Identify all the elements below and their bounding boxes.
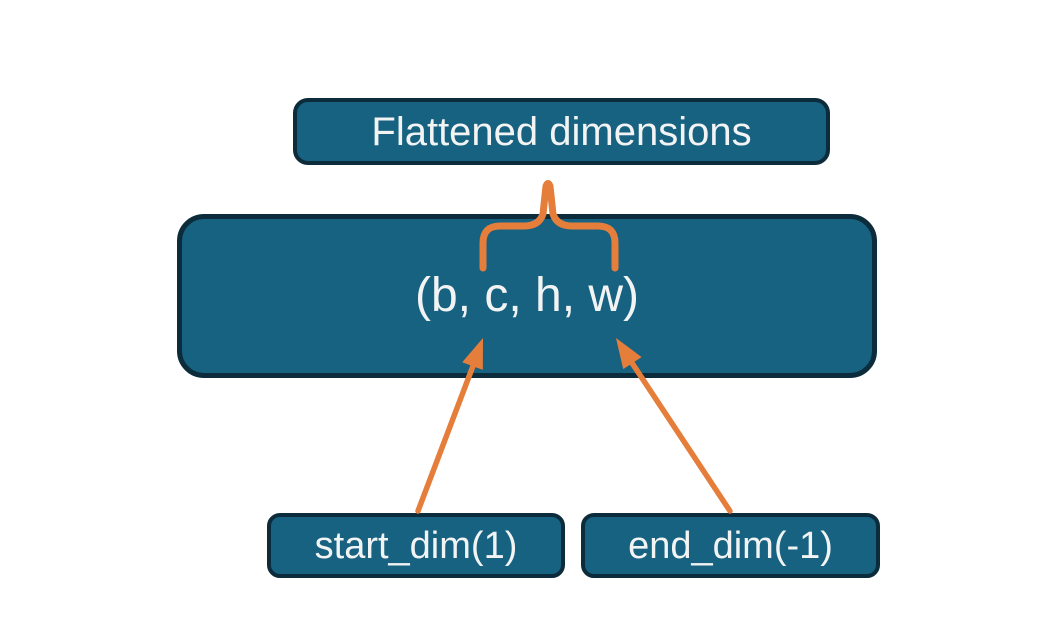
end-dim-label: end_dim(-1)	[628, 524, 833, 567]
flattened-dimensions-box: Flattened dimensions	[293, 98, 830, 165]
tensor-shape-label: (b, c, h, w)	[414, 269, 640, 322]
end-dim-box: end_dim(-1)	[581, 513, 880, 578]
start-dim-label: start_dim(1)	[314, 524, 518, 567]
flattened-dimensions-label: Flattened dimensions	[371, 109, 752, 154]
start-dim-box: start_dim(1)	[267, 513, 565, 578]
tensor-shape-box: (b, c, h, w)	[177, 214, 877, 378]
